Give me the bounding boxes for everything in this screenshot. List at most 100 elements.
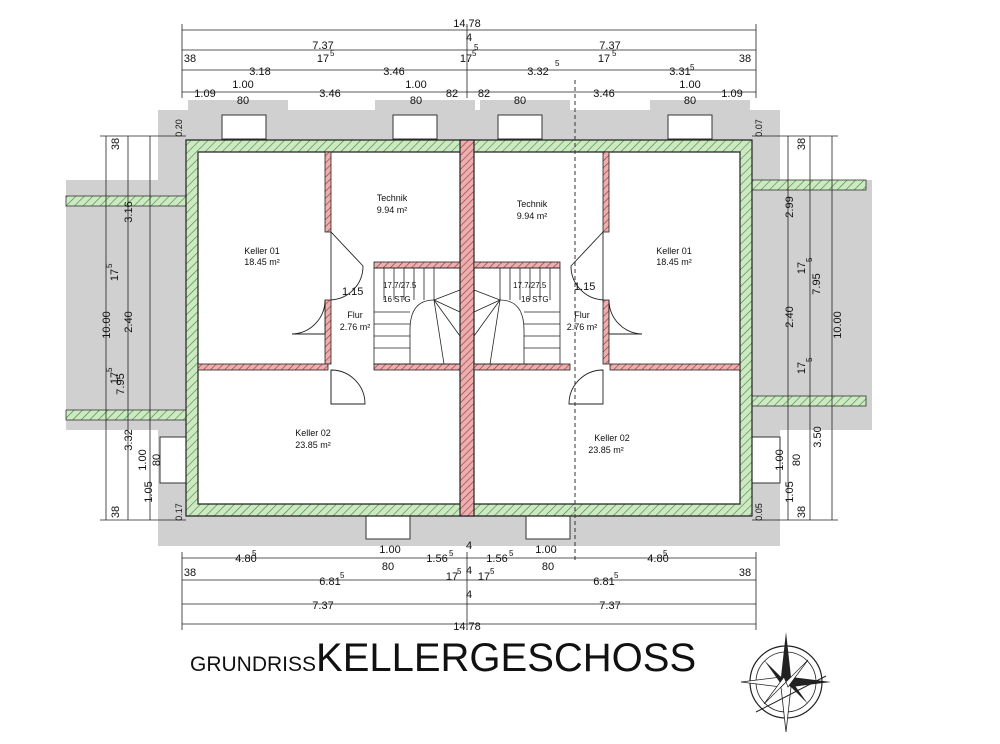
room-keller02-left-area: 23.85 m² [295, 440, 331, 450]
dim-t2-1: 7.37 [312, 40, 333, 52]
dim-side-superscript-3: 5 [805, 357, 814, 362]
dim-b1-3: 80 [382, 561, 394, 573]
dim-superscript-9: 5 [663, 549, 668, 558]
party-wall [459, 139, 475, 517]
dim-b2-5: 4 [466, 565, 472, 577]
dim-t3-6: 3.32 [527, 66, 548, 78]
dim-superscript-1: 5 [472, 49, 477, 58]
dim-t4-9: 3.46 [593, 88, 614, 100]
dim-b1-6: 1.56 [486, 553, 507, 565]
room-keller01-right-name: Keller 01 [656, 246, 692, 256]
dim-r-13: 10.00 [832, 311, 844, 339]
inner-walls [197, 151, 741, 371]
dim-superscript-10: 5 [340, 571, 345, 580]
dim-r-4: 2.40 [784, 306, 796, 327]
dim-superscript-3: 5 [612, 49, 617, 58]
dim-l-1: 3.16 [123, 201, 135, 222]
room-keller02-right-area: 23.85 m² [588, 445, 624, 455]
title-prefix: GRUNDRISS [190, 653, 317, 676]
staircase-left [373, 267, 461, 365]
dim-superscript-12: 5 [490, 567, 495, 576]
dim-b2-0: 38 [184, 567, 196, 579]
dim-t4-10: 1.00 [679, 79, 700, 91]
window-wells [159, 114, 781, 540]
dim-t4-4: 1.00 [405, 79, 426, 91]
dim-total-top: 14.78 [453, 18, 481, 30]
dim-l-0: 38 [110, 138, 122, 150]
dim-t2-5: 38 [739, 53, 751, 65]
outer-walls [185, 139, 753, 517]
dim-b1-0: 4.80 [235, 553, 256, 565]
dim-l-2: 17 [109, 269, 121, 281]
dim-l-9: 80 [151, 454, 163, 466]
dim-side-superscript-0: 5 [105, 263, 114, 268]
dim-t2-2: 17 [460, 53, 472, 65]
room-technik-right-area: 9.94 m² [517, 211, 548, 221]
dim-t4-2: 80 [237, 95, 249, 107]
room-flur-right-area: 2.76 m² [567, 322, 598, 332]
dim-l-11: 38 [110, 506, 122, 518]
stair-right-ratio: 17.7/27.5 [513, 281, 547, 290]
dim-b1-12: 4 [466, 540, 472, 552]
dim-t3-8: 17 [598, 53, 610, 65]
stair-right-width: 1.15 [574, 281, 595, 293]
dim-t3-1: 17 [317, 53, 329, 65]
dim-b2-8: 6.81 [593, 576, 614, 588]
dim-r-7: 3.50 [812, 426, 824, 447]
stair-right-steps: 16 STG [521, 295, 549, 304]
dim-b2-1: 6.81 [319, 576, 340, 588]
dim-l-13: 10.00 [101, 311, 113, 339]
dim-l-15: 0.17 [174, 503, 184, 521]
dim-t3-0: 3.18 [249, 66, 270, 78]
dim-superscript-4: 5 [690, 63, 695, 72]
dims-left: 38 3.16 17 2.40 17 3.32 1.00 80 1.05 38 … [101, 119, 184, 521]
staircase-right [473, 267, 561, 365]
dim-l-4: 2.40 [123, 311, 135, 332]
dim-t2-4: 7.37 [599, 40, 620, 52]
dim-b1-4: 1.56 [426, 553, 447, 565]
dim-t4-5: 80 [410, 95, 422, 107]
dim-t4-11: 80 [684, 95, 696, 107]
dim-t4-8: 80 [514, 95, 526, 107]
dim-superscript-8: 5 [509, 549, 514, 558]
room-flur-left-area: 2.76 m² [340, 322, 371, 332]
dim-superscript-0: 5 [330, 49, 335, 58]
dim-r-1: 2.99 [784, 196, 796, 217]
dim-total-bottom: 14.78 [453, 621, 481, 633]
room-keller02-right-name: Keller 02 [594, 433, 630, 443]
room-keller01-right-area: 18.45 m² [656, 257, 692, 267]
dim-b2-3: 17 [446, 571, 458, 583]
dim-b1-2: 1.00 [379, 544, 400, 556]
dim-l-12: 7.95 [115, 373, 127, 394]
title-main: KELLERGESCHOSS [316, 636, 697, 680]
dim-t4-3: 3.46 [319, 88, 340, 100]
dims-bottom: 4.80 1.00 80 1.56 1.56 1.00 80 4.80 4 38… [184, 540, 751, 633]
stair-left-width: 1.15 [342, 286, 363, 298]
ground-area [66, 100, 872, 546]
dim-r-11: 38 [796, 506, 808, 518]
dim-superscript-2: 5 [555, 59, 560, 68]
room-technik-left-area: 9.94 m² [377, 205, 408, 215]
dim-r-5: 17 [796, 362, 808, 374]
dim-superscript-11: 5 [457, 567, 462, 576]
room-keller01-left-area: 18.45 m² [244, 257, 280, 267]
dim-t4-0: 1.09 [194, 88, 215, 100]
dim-r-2: 17 [796, 262, 808, 274]
dim-t3-10: 3.31 [669, 66, 690, 78]
dim-t4-1: 1.00 [232, 79, 253, 91]
dim-b3-2: 7.37 [599, 600, 620, 612]
dim-b3-1: 4 [466, 589, 472, 601]
dims-right: 38 2.99 17 2.40 17 3.50 1.00 80 1.05 38 … [754, 119, 844, 521]
dim-b1-9: 80 [542, 561, 554, 573]
dim-b2-6: 17 [478, 571, 490, 583]
room-technik-left-name: Technik [377, 193, 408, 203]
room-flur-left-name: Flur [347, 310, 363, 320]
dim-party-top: 4 [466, 32, 472, 44]
stair-labels: 17.7/27.5 16 STG 1.15 17.7/27.5 16 STG 1… [342, 281, 595, 304]
dim-b1-10: 4.80 [647, 553, 668, 565]
compass-rose-icon [740, 632, 831, 733]
dim-superscript-6: 5 [252, 549, 257, 558]
dim-r-15: 0.05 [754, 503, 764, 521]
dim-t2-0: 38 [184, 53, 196, 65]
